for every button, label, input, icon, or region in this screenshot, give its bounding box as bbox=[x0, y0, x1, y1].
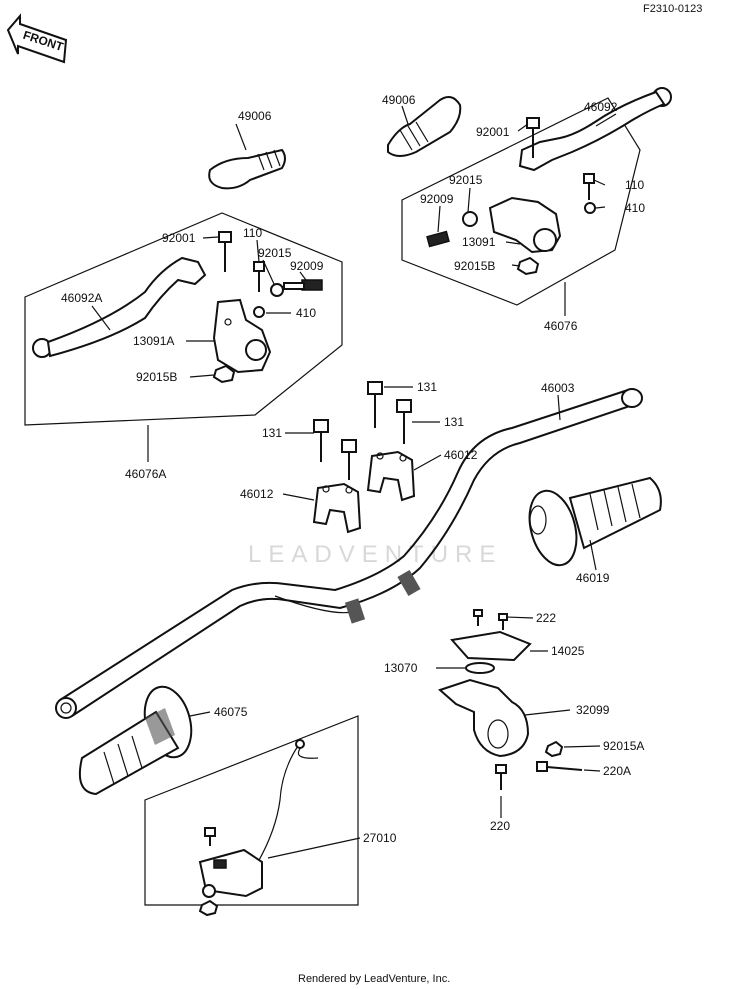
throttle-cover-14025 bbox=[450, 630, 532, 662]
label-92001-right: 92001 bbox=[476, 125, 510, 139]
leader-lines bbox=[91, 105, 617, 859]
label-410-right: 410 bbox=[625, 201, 645, 215]
clutch-lever-right bbox=[518, 87, 672, 172]
lever-bracket-left bbox=[212, 298, 272, 374]
clamp-bolt-front bbox=[341, 439, 357, 480]
bolt-92001-left bbox=[218, 231, 232, 272]
label-49006-left: 49006 bbox=[238, 109, 272, 123]
handlebar-clamp-right bbox=[366, 450, 416, 502]
throttle-grip-right bbox=[528, 476, 662, 567]
clutch-lever-left bbox=[32, 256, 207, 358]
bolt-220a bbox=[536, 761, 583, 772]
label-92015-left: 92015 bbox=[258, 246, 292, 260]
washer-410-right bbox=[584, 202, 596, 214]
label-131-right: 131 bbox=[444, 415, 464, 429]
label-46092: 46092 bbox=[584, 100, 618, 114]
label-92015-right: 92015 bbox=[449, 173, 483, 187]
washer-92015-left bbox=[270, 283, 284, 297]
label-46003: 46003 bbox=[541, 381, 575, 395]
assembly-outline-46076a bbox=[24, 212, 343, 426]
screw-222-a bbox=[473, 609, 483, 626]
screw-222-b bbox=[498, 613, 508, 630]
assembly-outline-46076 bbox=[401, 97, 641, 306]
label-46076a: 46076A bbox=[125, 467, 166, 481]
grip-cover-left bbox=[208, 148, 286, 190]
nut-92015b-left bbox=[212, 364, 236, 384]
switch-washer bbox=[202, 884, 216, 898]
label-46075: 46075 bbox=[214, 705, 248, 719]
adjuster-92009-left bbox=[283, 279, 323, 291]
screw-220 bbox=[495, 764, 507, 790]
figure-code: F2310-0123 bbox=[643, 3, 702, 15]
lever-bracket-right bbox=[488, 196, 562, 254]
label-110-right: 110 bbox=[625, 178, 644, 192]
label-92001-left: 92001 bbox=[162, 231, 196, 245]
engine-stop-switch bbox=[198, 739, 319, 898]
handlebar bbox=[55, 388, 643, 719]
label-46012-right: 46012 bbox=[444, 448, 478, 462]
label-92015a: 92015A bbox=[603, 739, 644, 753]
nut-92015b-right bbox=[516, 256, 540, 276]
gasket-13070 bbox=[465, 662, 495, 674]
clamp-bolt-right bbox=[396, 399, 412, 444]
grip-cover-right bbox=[387, 95, 462, 157]
washer-410-left bbox=[253, 306, 265, 318]
grip-left bbox=[78, 685, 193, 796]
clamp-bolt-left bbox=[313, 419, 329, 462]
label-92015b-right: 92015B bbox=[454, 259, 495, 273]
handlebar-clamp-left bbox=[312, 482, 362, 534]
watermark-text: LEADVENTURE bbox=[248, 541, 502, 568]
label-92009-right: 92009 bbox=[420, 192, 454, 206]
adjuster-92009-right bbox=[426, 230, 450, 248]
label-46019: 46019 bbox=[576, 571, 610, 585]
throttle-housing-32099 bbox=[438, 678, 530, 758]
label-110-left: 110 bbox=[243, 226, 262, 240]
label-49006-right: 49006 bbox=[382, 93, 416, 107]
label-92009-left: 92009 bbox=[290, 259, 324, 273]
label-46092a: 46092A bbox=[61, 291, 102, 305]
label-13070: 13070 bbox=[384, 661, 418, 675]
switch-nut bbox=[198, 899, 219, 917]
label-222: 222 bbox=[536, 611, 556, 625]
label-14025: 14025 bbox=[551, 644, 585, 658]
label-131-left: 131 bbox=[262, 426, 282, 440]
label-220a: 220A bbox=[603, 764, 631, 778]
bolt-92001-right bbox=[526, 117, 540, 158]
nut-92015a bbox=[544, 740, 564, 758]
label-46012-left: 46012 bbox=[240, 487, 274, 501]
bolt-110-right bbox=[583, 173, 595, 200]
label-27010: 27010 bbox=[363, 831, 397, 845]
bolt-110-left bbox=[253, 261, 265, 292]
clamp-bolt-top bbox=[367, 381, 383, 428]
label-410-left: 410 bbox=[296, 306, 316, 320]
label-32099: 32099 bbox=[576, 703, 610, 717]
label-13091: 13091 bbox=[462, 235, 496, 249]
label-13091a: 13091A bbox=[133, 334, 174, 348]
label-46076: 46076 bbox=[544, 319, 578, 333]
front-arrow-icon: FRONT bbox=[6, 13, 68, 64]
switch-screw bbox=[204, 827, 216, 846]
footer-credit: Rendered by LeadVenture, Inc. bbox=[298, 973, 450, 985]
label-92015b-left: 92015B bbox=[136, 370, 177, 384]
assembly-outline-27010 bbox=[144, 715, 359, 906]
label-131-top: 131 bbox=[417, 380, 437, 394]
washer-92015-right bbox=[462, 211, 478, 227]
label-220: 220 bbox=[490, 819, 510, 833]
